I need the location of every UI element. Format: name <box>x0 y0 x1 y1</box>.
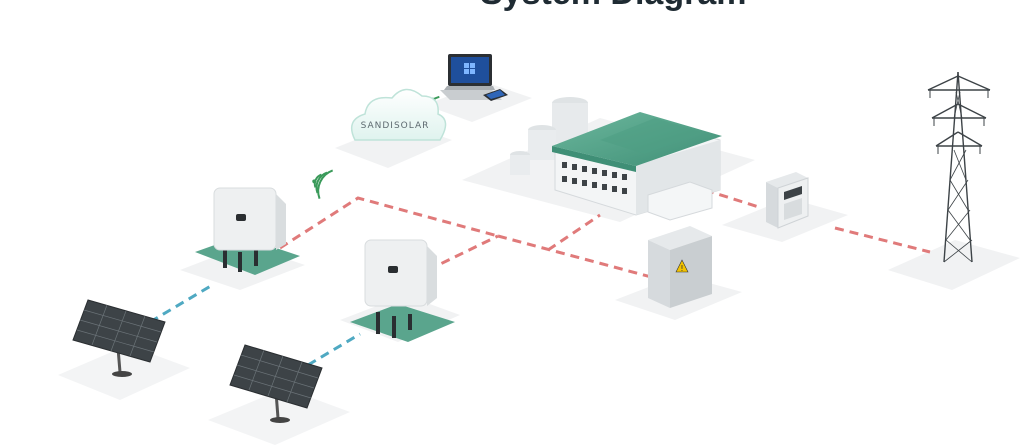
wifi-icon <box>312 169 334 200</box>
ac-line-inverter1-junction <box>279 196 499 250</box>
svg-text:!: ! <box>680 264 683 273</box>
diagram-title: System Diagram <box>480 0 900 13</box>
transmission-tower-icon <box>927 71 991 263</box>
windows-logo-icon <box>464 63 475 74</box>
cloud-icon: SANDISOLAR <box>350 88 447 141</box>
laptop-icon <box>440 54 502 100</box>
ac-line-meter-grid <box>834 226 931 254</box>
hybrid-inverter-2 <box>350 239 455 342</box>
factory-icon <box>510 97 722 221</box>
dc-lines <box>149 282 361 367</box>
ac-line-factory-meter <box>704 188 763 210</box>
pv-array-1 <box>72 299 166 377</box>
distribution-cabinet-icon: ! <box>648 226 712 308</box>
electricity-meter-icon <box>766 172 809 229</box>
pv-array-2 <box>229 344 323 423</box>
warning-icon: ! <box>675 259 689 273</box>
dc-line-pv1-inverter1 <box>149 282 215 324</box>
phone-icon <box>483 89 508 101</box>
connections <box>149 188 931 367</box>
ac-line-junction-cabinet <box>497 234 656 280</box>
platform-tower <box>888 240 1020 290</box>
ac-lines <box>279 188 931 280</box>
solar-panel-icon <box>72 299 323 423</box>
dc-line-pv2-inverter2 <box>307 332 361 367</box>
hybrid-inverter-1 <box>195 187 300 275</box>
inverter-icon <box>195 187 455 342</box>
cloud-label: SANDISOLAR <box>361 121 430 131</box>
ac-line-inverter2-junction <box>427 234 499 272</box>
platform-laptop <box>425 82 532 122</box>
ac-line-junction-factory <box>547 213 601 252</box>
